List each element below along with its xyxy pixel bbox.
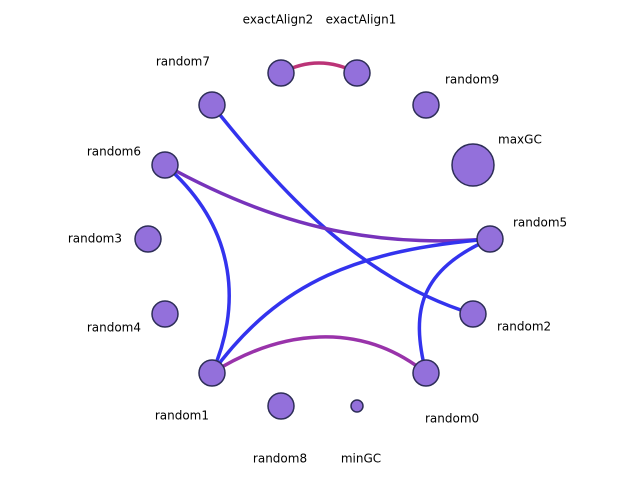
edge-random1-random0 <box>210 335 428 375</box>
node-random3 <box>134 225 162 253</box>
node-label-random3: random3 <box>68 232 122 246</box>
node-label-random0: random0 <box>425 412 479 426</box>
node-random2 <box>459 300 487 328</box>
node-minGC <box>350 399 364 413</box>
node-exactAlign2 <box>267 59 295 87</box>
nodes-layer <box>134 59 504 420</box>
edge-random6-random1 <box>163 163 231 375</box>
node-label-random8: random8 <box>253 452 307 466</box>
node-label-maxGC: maxGC <box>498 133 542 147</box>
node-label-minGC: minGC <box>341 452 381 466</box>
edge-random5-random0 <box>417 237 492 375</box>
node-random4 <box>151 300 179 328</box>
node-random6 <box>151 151 179 179</box>
node-exactAlign1 <box>343 59 371 87</box>
node-label-random5: random5 <box>513 216 567 230</box>
edge-random1-random5 <box>210 237 492 375</box>
node-random5 <box>476 225 504 253</box>
node-maxGC <box>451 143 495 187</box>
node-label-random7: random7 <box>156 55 210 69</box>
node-label-exactAlign2: exactAlign2 <box>243 13 314 27</box>
node-random8 <box>267 392 295 420</box>
node-random9 <box>412 91 440 119</box>
edge-random6-random5 <box>163 163 492 243</box>
node-random0 <box>412 359 440 387</box>
edges-layer <box>163 61 492 375</box>
node-label-random2: random2 <box>497 320 551 334</box>
node-label-random1: random1 <box>155 409 209 423</box>
node-label-random9: random9 <box>445 73 499 87</box>
node-label-random4: random4 <box>87 321 141 335</box>
node-label-exactAlign1: exactAlign1 <box>326 13 397 27</box>
node-random1 <box>198 359 226 387</box>
node-random7 <box>198 91 226 119</box>
node-label-random6: random6 <box>87 145 141 159</box>
labels-layer: exactAlign2 exactAlign1 random9 maxGC random… <box>68 13 567 466</box>
